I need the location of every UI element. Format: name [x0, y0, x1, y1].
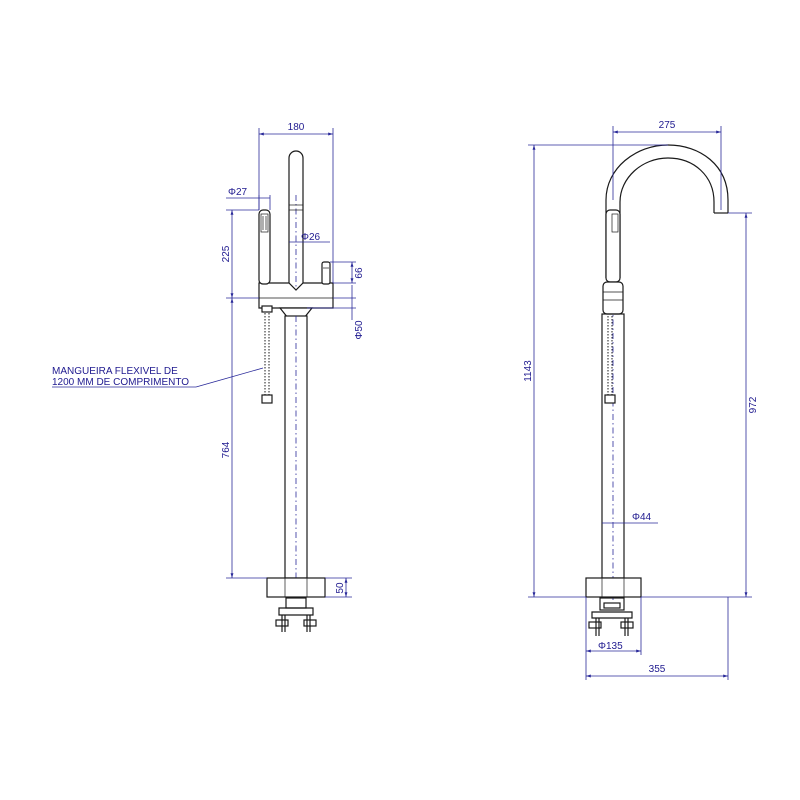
front-body-dia: Φ50	[354, 320, 365, 340]
front-handle-lever	[321, 261, 331, 285]
side-total-height-dim: 1143	[523, 360, 534, 382]
front-hand-shower-dia: Φ27	[228, 187, 248, 198]
side-mixer-body	[602, 281, 624, 315]
side-gooseneck-inner	[619, 157, 715, 278]
side-gooseneck-outer	[605, 144, 729, 278]
side-reach-dim: 275	[659, 120, 676, 131]
side-spout-height-dim: 972	[748, 396, 759, 413]
front-mixer-body	[258, 282, 334, 309]
hose-note-leader	[195, 367, 264, 388]
front-handle-height-dim: 66	[354, 267, 365, 279]
side-base	[585, 577, 642, 598]
front-width-dim: 180	[288, 122, 305, 133]
side-column-dia: Φ44	[632, 512, 652, 523]
side-base-dia: Φ135	[598, 641, 623, 652]
front-floor-valves	[275, 597, 317, 632]
side-base-width-dim: 355	[649, 664, 666, 675]
front-spout-dia: Φ26	[301, 232, 321, 243]
front-base	[266, 577, 326, 598]
front-shower-length-dim: 225	[221, 245, 232, 262]
side-view: 275 1143 972 Φ44 Φ135 355	[523, 120, 759, 680]
front-view: 180 Φ27 Φ26 225 66 Φ50 764 50	[52, 122, 365, 632]
hose-note-line1: MANGUEIRA FLEXIVEL DE	[52, 366, 178, 377]
side-floor-valves	[588, 597, 634, 636]
front-base-height-dim: 50	[335, 582, 346, 594]
hose-note-line2: 1200 MM DE COMPRIMENTO	[52, 377, 189, 388]
front-spout-tube	[288, 150, 304, 285]
front-hand-shower	[258, 209, 271, 285]
front-column-height-dim: 764	[221, 441, 232, 458]
